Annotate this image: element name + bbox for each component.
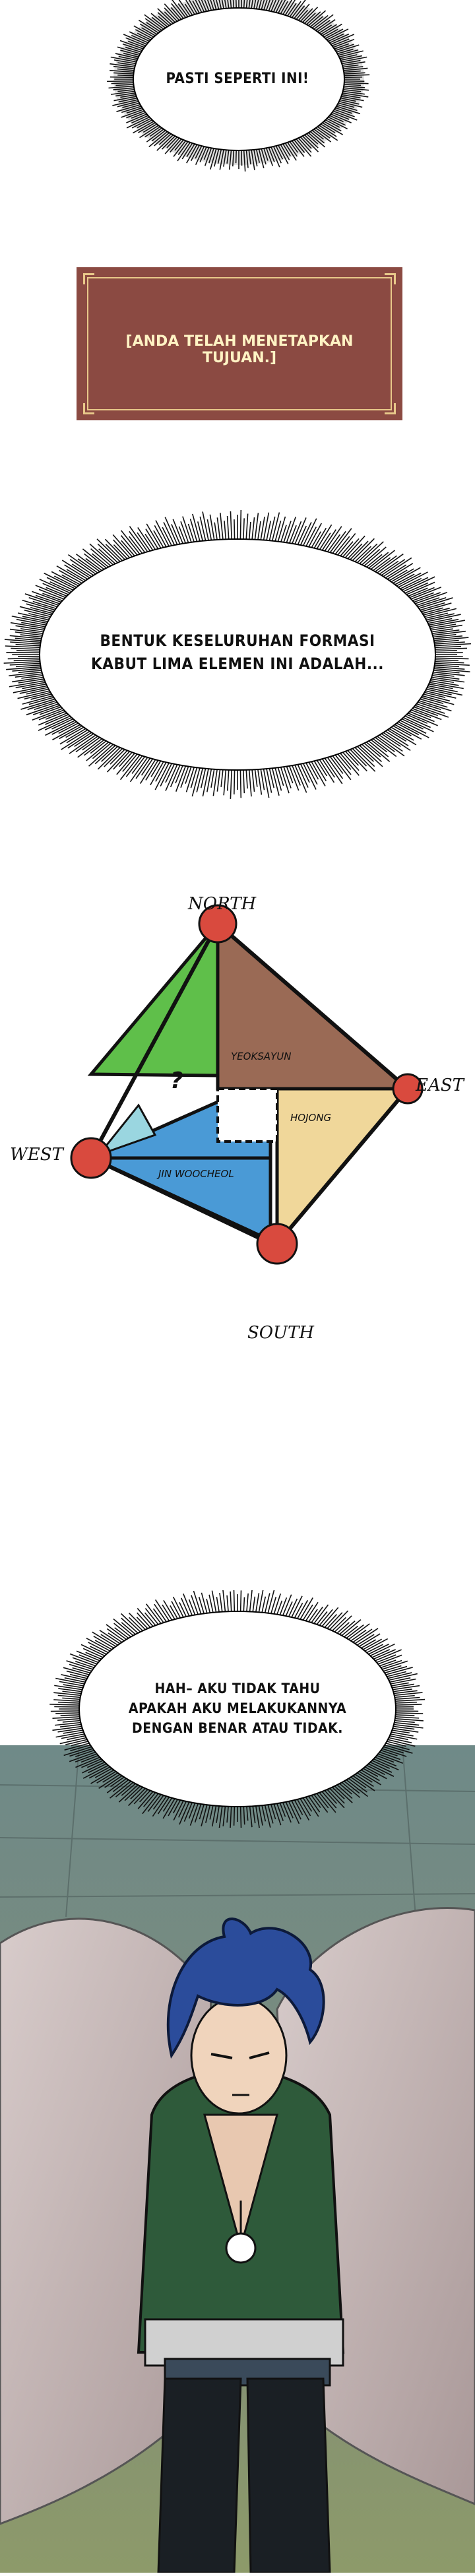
character-illustration xyxy=(0,1745,475,2574)
speech-bubble-2 xyxy=(0,501,475,845)
center-gap xyxy=(216,1087,278,1143)
bubble-1-shape xyxy=(107,0,370,172)
bubble-1-text: PASTI SEPERTI INI! xyxy=(166,71,309,87)
bubble-3-line-1: HAH– AKU TIDAK TAHU xyxy=(154,1681,321,1696)
label-region-nw: ? xyxy=(170,1068,183,1094)
arrow-marker xyxy=(96,1103,157,1157)
character-panel xyxy=(0,1745,475,2574)
label-north: NORTH xyxy=(188,894,257,914)
label-west: WEST xyxy=(10,1145,63,1165)
bubble-2-line-1: BENTUK KESELURUHAN FORMASI xyxy=(100,631,375,650)
speech-bubble-3 xyxy=(0,1588,475,1830)
label-region-se: HOJONG xyxy=(290,1112,332,1124)
bubble-2-line-2: KABUT LIMA ELEMEN INI ADALAH... xyxy=(91,655,384,673)
system-message-box xyxy=(77,267,402,420)
bubble-3-shape xyxy=(49,1588,426,1830)
label-region-ne: YEOKSAYUN xyxy=(231,1050,292,1062)
bubble-3-line-3: DENGAN BENAR ATAU TIDAK. xyxy=(132,1720,343,1736)
speech-bubble-1 xyxy=(0,0,475,185)
bubble-3-line-2: APAKAH AKU MELAKUKANNYA xyxy=(128,1700,347,1716)
label-east: EAST xyxy=(416,1076,464,1095)
five-element-map xyxy=(0,884,475,1399)
label-south: SOUTH xyxy=(247,1323,315,1343)
system-message-text: [ANDA TELAH MENETAPKAN TUJUAN.] xyxy=(125,333,354,366)
node-north xyxy=(198,904,238,944)
bubble-2-shape xyxy=(3,510,472,799)
label-region-sw: JIN WOOCHEOL xyxy=(158,1168,234,1180)
region-nw xyxy=(87,919,220,1078)
system-message-frame xyxy=(83,273,396,414)
map-shape xyxy=(70,904,424,1265)
node-east xyxy=(392,1073,424,1105)
node-south xyxy=(256,1223,298,1265)
node-west xyxy=(70,1137,112,1179)
